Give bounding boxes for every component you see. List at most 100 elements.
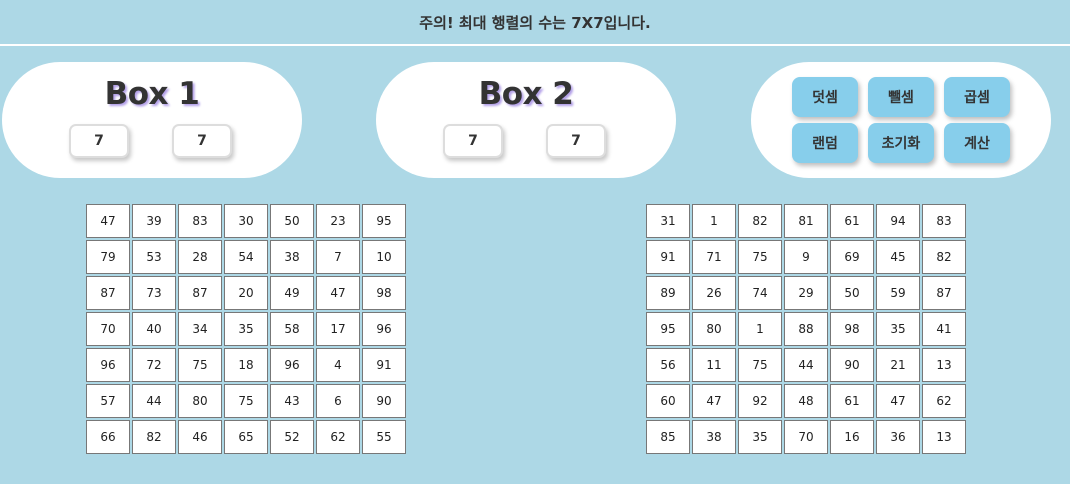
matrix1-cell[interactable]: 91 bbox=[362, 348, 406, 382]
matrix2-cell[interactable]: 1 bbox=[738, 312, 782, 346]
matrix2-cell[interactable]: 47 bbox=[692, 384, 736, 418]
multiply-button[interactable]: 곱셈 bbox=[944, 77, 1010, 117]
reset-button[interactable]: 초기화 bbox=[868, 123, 934, 163]
matrix2-cell[interactable]: 69 bbox=[830, 240, 874, 274]
calculate-button[interactable]: 계산 bbox=[944, 123, 1010, 163]
box2-cols-input[interactable] bbox=[546, 124, 606, 158]
matrix1-cell[interactable]: 7 bbox=[316, 240, 360, 274]
box2-rows-input[interactable] bbox=[443, 124, 503, 158]
random-button[interactable]: 랜덤 bbox=[792, 123, 858, 163]
matrix1-cell[interactable]: 39 bbox=[132, 204, 176, 238]
matrix1-cell[interactable]: 20 bbox=[224, 276, 268, 310]
matrix1-cell[interactable]: 90 bbox=[362, 384, 406, 418]
matrix1-cell[interactable]: 18 bbox=[224, 348, 268, 382]
matrix1-cell[interactable]: 75 bbox=[178, 348, 222, 382]
matrix2-cell[interactable]: 91 bbox=[646, 240, 690, 274]
matrix1-cell[interactable]: 70 bbox=[86, 312, 130, 346]
matrix1-cell[interactable]: 75 bbox=[224, 384, 268, 418]
matrix1-cell[interactable]: 6 bbox=[316, 384, 360, 418]
add-button[interactable]: 덧셈 bbox=[792, 77, 858, 117]
matrix1-cell[interactable]: 72 bbox=[132, 348, 176, 382]
matrix2-cell[interactable]: 16 bbox=[830, 420, 874, 454]
matrix1-cell[interactable]: 83 bbox=[178, 204, 222, 238]
matrix1-cell[interactable]: 47 bbox=[316, 276, 360, 310]
matrix2-cell[interactable]: 98 bbox=[830, 312, 874, 346]
matrix1-cell[interactable]: 44 bbox=[132, 384, 176, 418]
matrix2-cell[interactable]: 11 bbox=[692, 348, 736, 382]
matrix2-cell[interactable]: 94 bbox=[876, 204, 920, 238]
matrix2-cell[interactable]: 62 bbox=[922, 384, 966, 418]
matrix1-cell[interactable]: 96 bbox=[270, 348, 314, 382]
matrix2-cell[interactable]: 45 bbox=[876, 240, 920, 274]
matrix2-cell[interactable]: 80 bbox=[692, 312, 736, 346]
matrix1-cell[interactable]: 38 bbox=[270, 240, 314, 274]
matrix1-cell[interactable]: 35 bbox=[224, 312, 268, 346]
matrix2-cell[interactable]: 70 bbox=[784, 420, 828, 454]
matrix2-cell[interactable]: 50 bbox=[830, 276, 874, 310]
matrix2-cell[interactable]: 38 bbox=[692, 420, 736, 454]
matrix1-cell[interactable]: 87 bbox=[86, 276, 130, 310]
matrix2-cell[interactable]: 59 bbox=[876, 276, 920, 310]
matrix1-cell[interactable]: 55 bbox=[362, 420, 406, 454]
matrix1-cell[interactable]: 79 bbox=[86, 240, 130, 274]
matrix1-cell[interactable]: 96 bbox=[362, 312, 406, 346]
matrix2-cell[interactable]: 9 bbox=[784, 240, 828, 274]
matrix1-cell[interactable]: 98 bbox=[362, 276, 406, 310]
matrix2-cell[interactable]: 89 bbox=[646, 276, 690, 310]
matrix2-cell[interactable]: 90 bbox=[830, 348, 874, 382]
matrix1-cell[interactable]: 57 bbox=[86, 384, 130, 418]
matrix2-cell[interactable]: 75 bbox=[738, 240, 782, 274]
matrix1-cell[interactable]: 95 bbox=[362, 204, 406, 238]
matrix2-cell[interactable]: 85 bbox=[646, 420, 690, 454]
matrix1-cell[interactable]: 46 bbox=[178, 420, 222, 454]
box1-cols-input[interactable] bbox=[172, 124, 232, 158]
matrix2-cell[interactable]: 95 bbox=[646, 312, 690, 346]
matrix2-cell[interactable]: 61 bbox=[830, 384, 874, 418]
subtract-button[interactable]: 뺄셈 bbox=[868, 77, 934, 117]
matrix1-cell[interactable]: 28 bbox=[178, 240, 222, 274]
matrix1-cell[interactable]: 34 bbox=[178, 312, 222, 346]
matrix1-cell[interactable]: 52 bbox=[270, 420, 314, 454]
matrix1-cell[interactable]: 65 bbox=[224, 420, 268, 454]
matrix1-cell[interactable]: 82 bbox=[132, 420, 176, 454]
matrix1-cell[interactable]: 66 bbox=[86, 420, 130, 454]
matrix2-cell[interactable]: 82 bbox=[738, 204, 782, 238]
matrix1-cell[interactable]: 73 bbox=[132, 276, 176, 310]
matrix2-cell[interactable]: 1 bbox=[692, 204, 736, 238]
matrix1-cell[interactable]: 96 bbox=[86, 348, 130, 382]
box1-rows-input[interactable] bbox=[69, 124, 129, 158]
matrix2-cell[interactable]: 36 bbox=[876, 420, 920, 454]
matrix2-cell[interactable]: 92 bbox=[738, 384, 782, 418]
matrix2-cell[interactable]: 82 bbox=[922, 240, 966, 274]
matrix1-cell[interactable]: 23 bbox=[316, 204, 360, 238]
matrix2-cell[interactable]: 83 bbox=[922, 204, 966, 238]
matrix2-cell[interactable]: 56 bbox=[646, 348, 690, 382]
matrix2-cell[interactable]: 81 bbox=[784, 204, 828, 238]
matrix1-cell[interactable]: 4 bbox=[316, 348, 360, 382]
matrix1-cell[interactable]: 40 bbox=[132, 312, 176, 346]
matrix1-cell[interactable]: 43 bbox=[270, 384, 314, 418]
matrix1-cell[interactable]: 50 bbox=[270, 204, 314, 238]
matrix1-cell[interactable]: 58 bbox=[270, 312, 314, 346]
matrix2-cell[interactable]: 21 bbox=[876, 348, 920, 382]
matrix1-cell[interactable]: 10 bbox=[362, 240, 406, 274]
matrix2-cell[interactable]: 75 bbox=[738, 348, 782, 382]
matrix2-cell[interactable]: 29 bbox=[784, 276, 828, 310]
matrix1-cell[interactable]: 49 bbox=[270, 276, 314, 310]
matrix1-cell[interactable]: 54 bbox=[224, 240, 268, 274]
matrix2-cell[interactable]: 44 bbox=[784, 348, 828, 382]
matrix2-cell[interactable]: 48 bbox=[784, 384, 828, 418]
matrix1-cell[interactable]: 62 bbox=[316, 420, 360, 454]
matrix1-cell[interactable]: 87 bbox=[178, 276, 222, 310]
matrix1-cell[interactable]: 47 bbox=[86, 204, 130, 238]
matrix2-cell[interactable]: 13 bbox=[922, 348, 966, 382]
matrix2-cell[interactable]: 35 bbox=[738, 420, 782, 454]
matrix1-cell[interactable]: 53 bbox=[132, 240, 176, 274]
matrix2-cell[interactable]: 61 bbox=[830, 204, 874, 238]
matrix2-cell[interactable]: 71 bbox=[692, 240, 736, 274]
matrix2-cell[interactable]: 35 bbox=[876, 312, 920, 346]
matrix2-cell[interactable]: 74 bbox=[738, 276, 782, 310]
matrix2-cell[interactable]: 41 bbox=[922, 312, 966, 346]
matrix2-cell[interactable]: 13 bbox=[922, 420, 966, 454]
matrix2-cell[interactable]: 88 bbox=[784, 312, 828, 346]
